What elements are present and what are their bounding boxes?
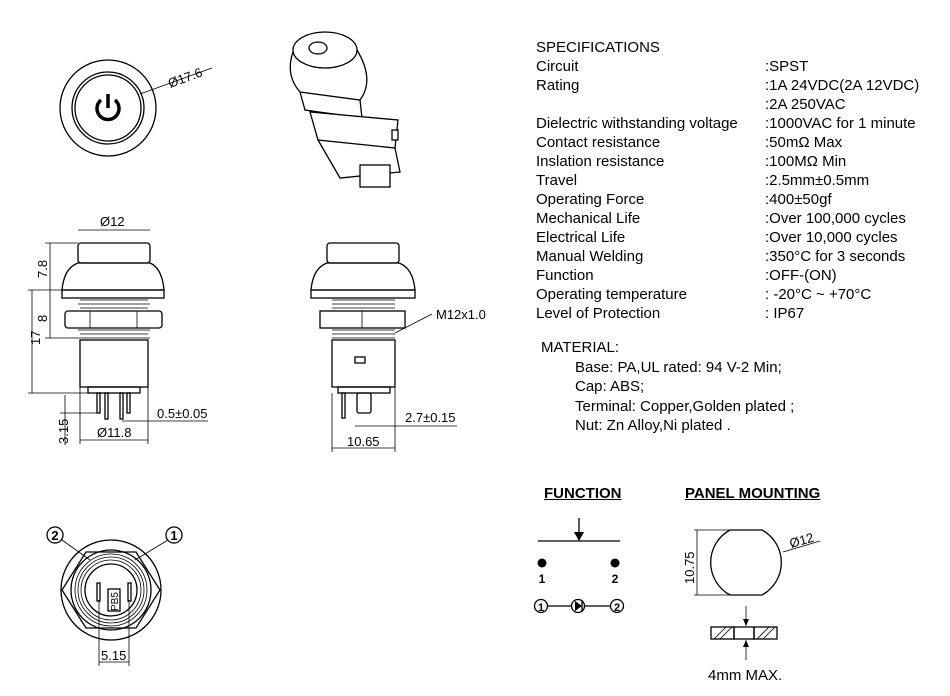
spec-label: Contact resistance — [536, 134, 661, 151]
spec-label: Operating temperature — [536, 286, 687, 303]
panel-thickness-label: 4mm MAX. — [708, 667, 782, 684]
panel-mounting-heading: PANEL MOUNTING — [685, 485, 821, 502]
side-width-label: 10.65 — [347, 434, 380, 449]
top-diameter-label: Ø17.6 — [166, 65, 204, 91]
spec-row: Level of Protection : IP67 — [536, 304, 919, 323]
spec-value: :1000VAC for 1 minute — [765, 115, 916, 132]
specifications-table: SPECIFICATIONS Circuit :SPST Rating :1A 24V… — [536, 38, 919, 323]
material-title: MATERIAL: — [541, 339, 620, 356]
spec-row: :2A 250VAC — [536, 95, 919, 114]
pins — [96, 392, 131, 420]
side-view: M12x1.0 2.7±0.15 10.65 — [310, 242, 486, 452]
pin-spacing-label: 5.15 — [101, 648, 126, 663]
spec-value: :100MΩ Min — [765, 153, 847, 170]
front-view: Ø12 7.8 8 17 3.15 Ø11.8 0.5±0.05 — [28, 214, 208, 445]
spec-label: Dielectric withstanding voltage — [536, 115, 738, 132]
spec-row: Dielectric withstanding voltage :1000VAC … — [536, 114, 919, 133]
spec-value: :50mΩ Max — [765, 134, 843, 151]
cap-diameter-label: Ø12 — [100, 214, 125, 229]
spec-label: Operating Force — [536, 191, 645, 208]
panel-height-label: 10.75 — [682, 551, 697, 584]
spec-label: Manual Welding — [536, 248, 644, 265]
material-section: MATERIAL: Base: PA,UL rated: 94 V-2 Min;… — [541, 338, 794, 436]
panel-diameter-label: Ø12 — [788, 530, 816, 551]
pin-1-marker: 1 — [170, 528, 177, 543]
spec-value: :2A 250VAC — [765, 96, 846, 113]
top-view: Ø17.6 — [59, 59, 213, 157]
power-icon — [95, 94, 121, 122]
material-item: Terminal: Copper,Golden plated ; — [575, 397, 795, 415]
spec-value: :OFF-(ON) — [765, 267, 837, 284]
spec-row: Mechanical Life :Over 100,000 cycles — [536, 209, 919, 228]
spec-label: Travel — [536, 172, 578, 189]
spec-value: : -20°C ~ +70°C — [765, 286, 872, 303]
spec-label: Inslation resistance — [536, 153, 665, 170]
circle-2-label: 2 — [614, 602, 620, 614]
spec-value: :350°C for 3 seconds — [765, 248, 906, 265]
spec-row: Travel :2.5mm±0.5mm — [536, 171, 919, 190]
spec-label — [536, 95, 765, 114]
spec-label: Circuit — [536, 58, 579, 75]
spec-row: Operating temperature : -20°C ~ +70°C — [536, 285, 919, 304]
spec-row: Manual Welding :350°C for 3 seconds — [536, 247, 919, 266]
led-icon — [575, 601, 582, 611]
material-item: Cap: ABS; — [575, 378, 645, 395]
spec-value: :Over 10,000 cycles — [765, 229, 898, 246]
spec-row: Contact resistance :50mΩ Max — [536, 133, 919, 152]
spec-label: Function — [536, 267, 594, 284]
body-diameter-label: Ø11.8 — [97, 425, 131, 440]
pin-width-label: 0.5±0.05 — [157, 406, 208, 421]
spec-label: Mechanical Life — [536, 210, 641, 227]
spec-row: Circuit :SPST — [536, 57, 919, 76]
terminal-1-label: 1 — [539, 572, 546, 586]
material-item: Base: PA,UL rated: 94 V-2 Min; — [575, 358, 782, 376]
spec-value: :SPST — [765, 58, 809, 75]
spec-label: Rating — [536, 77, 580, 94]
circle-1-label: 1 — [538, 602, 544, 614]
bottom-view: PB5 2 1 5.15 — [46, 526, 183, 666]
spec-value: :2.5mm±0.5mm — [765, 172, 870, 189]
spec-value: :400±50gf — [765, 191, 832, 208]
function-diagram: 1 2 1 2 — [533, 518, 625, 614]
pin-length-label: 3.15 — [56, 419, 71, 444]
body-height-label: 17 — [28, 331, 43, 345]
spec-label: Electrical Life — [536, 229, 626, 246]
spec-row: Electrical Life :Over 10,000 cycles — [536, 228, 919, 247]
thread-length-label: 8 — [35, 315, 50, 322]
terminal-width-label: 2.7±0.15 — [405, 410, 456, 425]
spec-row: Rating :1A 24VDC(2A 12VDC) — [536, 76, 919, 95]
specifications-title: SPECIFICATIONS — [536, 39, 660, 56]
spec-row: Inslation resistance :100MΩ Min — [536, 152, 919, 171]
spec-row: Function :OFF-(ON) — [536, 266, 919, 285]
marking-label: PB5 — [110, 592, 121, 611]
thread-label: M12x1.0 — [436, 307, 486, 322]
spec-value: : IP67 — [765, 305, 805, 322]
perspective-view — [289, 31, 401, 188]
terminal-2-label: 2 — [612, 572, 619, 586]
function-heading: FUNCTION — [544, 485, 622, 502]
spec-value: :1A 24VDC(2A 12VDC) — [765, 77, 920, 94]
pin-2-marker: 2 — [51, 528, 58, 543]
spec-value: :Over 100,000 cycles — [765, 210, 906, 227]
material-item: Nut: Zn Alloy,Ni plated . — [575, 417, 731, 434]
cap-height-label: 7.8 — [35, 260, 50, 278]
panel-mounting-diagram: 10.75 Ø12 4mm MAX. — [682, 529, 821, 684]
spec-label: Level of Protection — [536, 305, 661, 322]
spec-row: Operating Force :400±50gf — [536, 190, 919, 209]
